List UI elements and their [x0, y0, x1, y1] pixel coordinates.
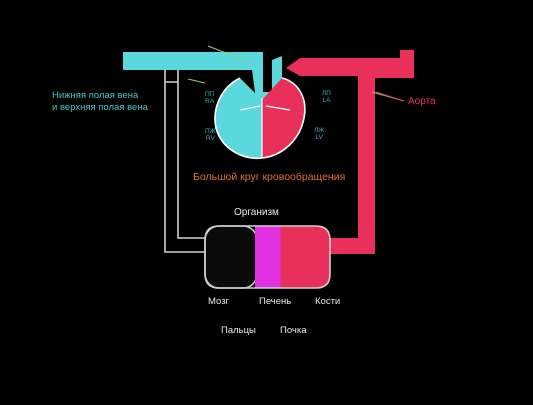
left-ventricle-label-ru: ЛЖ	[314, 127, 325, 134]
heart-right-side	[215, 78, 262, 159]
right-ventricle-label-ru: ПЖ	[205, 128, 216, 135]
systemic-circuit-label: Большой круг кровообращения	[193, 171, 346, 183]
vena-cava-label: Нижняя полая вена и верхняя полая вена	[52, 90, 148, 114]
organ-liver-label: Печень	[259, 296, 292, 307]
organism-body-border	[204, 225, 331, 289]
organism-body-red	[280, 225, 331, 289]
venous-return-vessel	[164, 70, 206, 253]
heart-septum	[239, 98, 291, 158]
organ-brain-label: Мозг	[208, 296, 230, 307]
heart-left-side	[262, 78, 305, 158]
aorta-label: Аорта	[408, 96, 436, 107]
organism-label: Организм	[234, 207, 279, 218]
heart-outline	[214, 77, 306, 160]
organ-fingers-label: Пальцы	[221, 325, 256, 336]
left-ventricle-label: ЛЖ LV	[314, 127, 324, 141]
right-atrium-label: ПП RA	[205, 91, 214, 105]
right-ventricle-label: ПЖ RV	[205, 128, 216, 142]
left-atrium-label-en: LA	[322, 97, 331, 104]
aorta-pipe	[286, 50, 414, 110]
organ-kidney-label: Почка	[280, 325, 307, 336]
vena-cava-pipe	[123, 52, 282, 100]
right-atrium-label-ru: ПП	[205, 91, 215, 98]
left-ventricle-label-en: LV	[315, 134, 323, 141]
left-atrium-label: ЛП LA	[322, 90, 331, 104]
organism-body-liver	[255, 226, 283, 288]
right-ventricle-label-en: RV	[205, 135, 215, 142]
arterial-supply-vessel	[328, 110, 375, 254]
organ-bones-label: Кости	[315, 296, 341, 307]
organism-body-dark	[204, 225, 258, 289]
left-atrium-label-ru: ЛП	[322, 90, 331, 97]
aorta-pointer	[375, 91, 405, 102]
vena-cava-label-line2: и верхняя полая вена	[52, 102, 148, 113]
vena-cava-label-line1: Нижняя полая вена	[52, 90, 139, 101]
right-atrium-label-en: RA	[205, 98, 215, 105]
